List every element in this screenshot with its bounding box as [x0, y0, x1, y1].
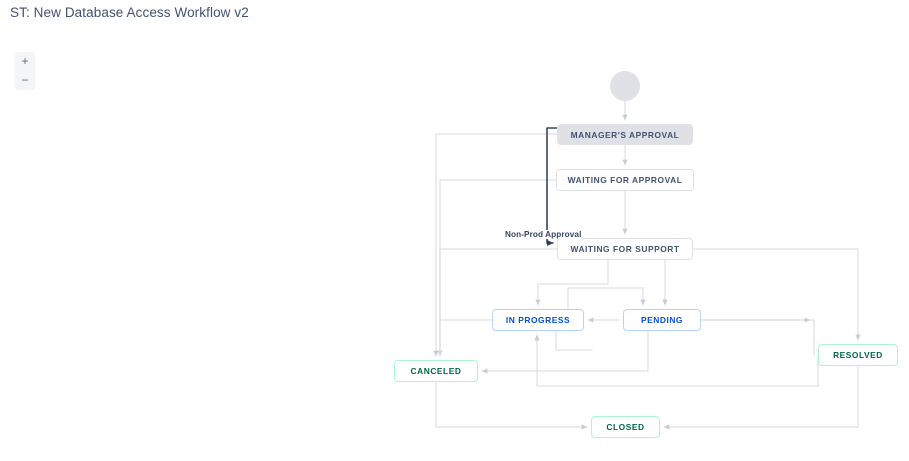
status-label: CANCELED	[410, 366, 462, 376]
edge-label-non-prod-approval: Non-Prod Approval	[503, 230, 584, 239]
zoom-out-button[interactable]: −	[21, 72, 29, 87]
start-node[interactable]	[610, 71, 640, 101]
zoom-controls[interactable]: + −	[15, 52, 35, 90]
status-label: IN PROGRESS	[505, 315, 571, 325]
status-node-managers-approval[interactable]: MANAGER'S APPROVAL	[557, 124, 693, 145]
status-label: RESOLVED	[833, 350, 883, 360]
zoom-in-button[interactable]: +	[21, 53, 29, 68]
page-title: ST: New Database Access Workflow v2	[10, 5, 249, 20]
status-node-pending[interactable]: PENDING	[623, 309, 701, 331]
status-label: WAITING FOR APPROVAL	[567, 175, 683, 185]
status-node-in-progress[interactable]: IN PROGRESS	[492, 309, 584, 331]
status-label: PENDING	[640, 315, 683, 325]
status-node-closed[interactable]: CLOSED	[591, 416, 660, 438]
status-node-waiting-for-support[interactable]: WAITING FOR SUPPORT	[557, 238, 693, 260]
status-node-waiting-for-approval[interactable]: WAITING FOR APPROVAL	[556, 169, 694, 191]
status-node-resolved[interactable]: RESOLVED	[818, 344, 898, 366]
status-node-canceled[interactable]: CANCELED	[394, 360, 478, 382]
status-label: CLOSED	[606, 422, 645, 432]
status-label: WAITING FOR SUPPORT	[570, 244, 680, 254]
status-label: MANAGER'S APPROVAL	[570, 129, 680, 140]
